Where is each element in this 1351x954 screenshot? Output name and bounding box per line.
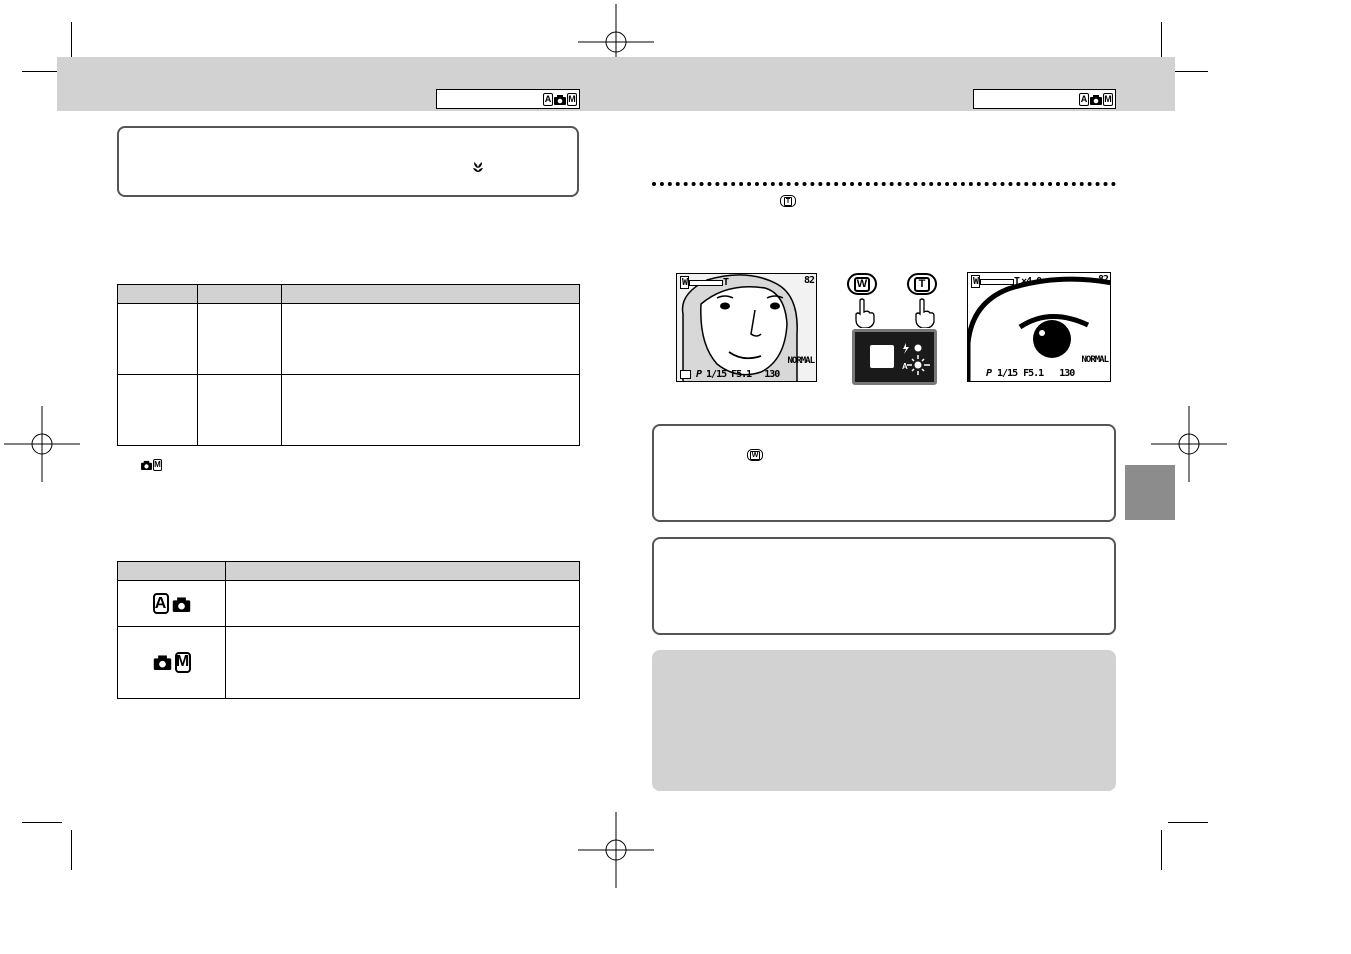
- exposure-mode: P: [696, 369, 702, 380]
- macro-tulip-icon: [473, 162, 483, 172]
- zoom-wide-button[interactable]: W: [847, 273, 877, 295]
- crop-mark: [1161, 22, 1162, 72]
- table-row: M: [117, 626, 580, 699]
- wide-key-label: W: [749, 450, 761, 460]
- table-cell: [197, 303, 282, 375]
- notice-box-right-2: [652, 537, 1116, 635]
- aperture: F5.1: [1023, 368, 1044, 379]
- auto-mode-icon: A: [152, 593, 169, 614]
- manual-mode-icon: M: [174, 651, 191, 673]
- manual-mode-icon: M: [1103, 92, 1113, 106]
- registration-mark: [4, 406, 80, 482]
- table-cell: [117, 374, 198, 446]
- zoom-bar: [980, 278, 1015, 285]
- pointing-finger-icon: [855, 298, 875, 328]
- notice-box-right-1: W: [652, 424, 1116, 522]
- zoom-t-label: T: [1014, 276, 1020, 287]
- table-row: [117, 303, 580, 375]
- lcd-status-bar: P 1/15 F5.1 130: [680, 369, 780, 380]
- crop-mark: [1168, 71, 1208, 72]
- auto-mode-icon: A: [1079, 92, 1089, 106]
- camera-icon: [554, 94, 566, 105]
- auto-mode-icon: A: [543, 92, 553, 106]
- shutter-speed: 1/15: [706, 369, 727, 380]
- section-divider: [652, 182, 1116, 186]
- spec-table-1: [117, 284, 580, 446]
- info-panel: [652, 650, 1116, 791]
- manual-mode-icon: M: [567, 92, 577, 106]
- shots-count: 130: [1059, 368, 1075, 379]
- camera-icon: [153, 655, 171, 671]
- crop-mark: [22, 71, 72, 72]
- tele-key-icon: T: [780, 195, 796, 207]
- lcd-wide-view: W T 82 NORMAL P 1/15 F5.1 130: [676, 273, 817, 382]
- manual-mode-icon: M: [153, 459, 162, 471]
- mode-label-left: A M: [436, 89, 580, 109]
- lcd-status-bar: P 1/15 F5.1 130: [986, 368, 1075, 379]
- flash-indicator-icon: A: [902, 343, 930, 375]
- registration-mark: [1151, 406, 1227, 482]
- table-row: [117, 374, 580, 446]
- table-cell: [281, 374, 580, 446]
- table-header-cell: [197, 284, 282, 304]
- exposure-mode: P: [986, 368, 992, 379]
- zoom-tele-button[interactable]: T: [907, 273, 937, 295]
- zoom-bar: [689, 279, 724, 286]
- table-header-cell: [117, 561, 226, 581]
- crop-mark: [71, 22, 72, 72]
- panel-blank-square: [870, 345, 894, 368]
- metering-icon: [680, 370, 691, 379]
- zoom-indicator: W T ×4.0: [971, 275, 1042, 288]
- shutter-speed: 1/15: [997, 368, 1018, 379]
- pointing-finger-icon: [915, 298, 935, 328]
- table-header-cell: [281, 284, 580, 304]
- chapter-tab: [1125, 465, 1175, 520]
- mode-label-right: A M: [973, 89, 1116, 109]
- crop-mark: [22, 822, 62, 823]
- table-cell: [225, 626, 580, 699]
- table-header-row: [117, 561, 580, 581]
- table-row: A: [117, 580, 580, 627]
- shots-count: 130: [764, 369, 780, 380]
- frames-remaining: 82: [803, 275, 815, 286]
- aperture: F5.1: [731, 369, 752, 380]
- crop-mark: [1168, 822, 1208, 823]
- eye-closeup-illustration: [968, 276, 1110, 381]
- zoom-wide-key: W: [854, 276, 870, 292]
- camera-icon: [141, 460, 152, 470]
- table-cell: M: [117, 626, 226, 699]
- table-cell: [197, 374, 282, 446]
- crop-mark: [71, 830, 72, 870]
- table-cell: [281, 303, 580, 375]
- zoom-tele-key: T: [914, 276, 930, 292]
- lcd-tele-view: W T ×4.0 82 NORMAL P 1/15 F5.1 130: [967, 272, 1111, 382]
- table-cell: [117, 303, 198, 375]
- table-header-cell: [225, 561, 580, 581]
- wide-key-icon: W: [747, 449, 763, 461]
- table-header-row: [117, 284, 580, 304]
- camera-icon: [172, 596, 190, 612]
- table-cell: [225, 580, 580, 627]
- table-header-cell: [117, 284, 198, 304]
- registration-mark: [578, 812, 654, 888]
- quality-label: NORMAL: [1081, 355, 1108, 365]
- quality-label: NORMAL: [787, 356, 814, 366]
- zoom-w-label: W: [680, 276, 690, 289]
- zoom-w-label: W: [971, 275, 981, 288]
- table-cell: A: [117, 580, 226, 627]
- frames-remaining: 82: [1097, 274, 1109, 285]
- spec-table-2: A M: [117, 561, 580, 699]
- camera-icon: [1090, 94, 1102, 105]
- svg-text:A: A: [902, 362, 908, 371]
- footnote-mode-icons: M: [141, 459, 162, 471]
- digital-zoom-factor: ×4.0: [1021, 276, 1042, 287]
- zoom-t-label: T: [723, 277, 729, 288]
- control-panel-display: A: [852, 329, 937, 385]
- portrait-illustration: [681, 274, 798, 381]
- zoom-indicator: W T: [680, 276, 729, 289]
- tele-key-label: T: [783, 196, 793, 206]
- crop-mark: [1161, 830, 1162, 870]
- notice-box-left: [117, 126, 579, 197]
